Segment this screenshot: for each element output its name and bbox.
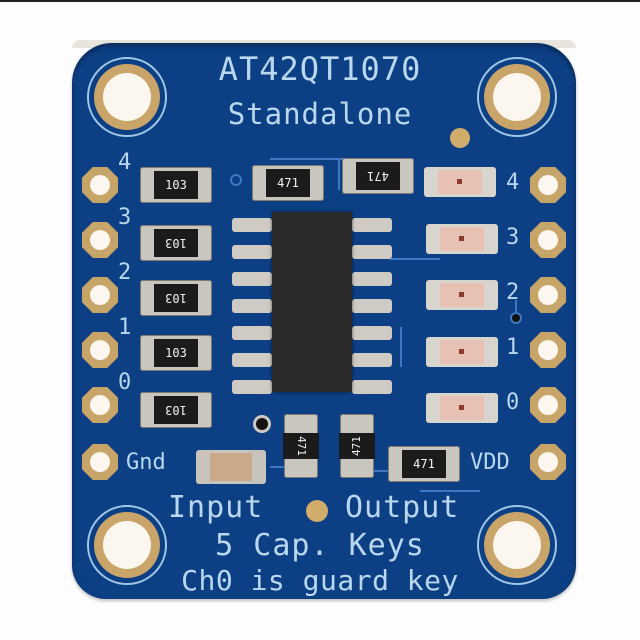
left-pad-gnd bbox=[82, 444, 118, 480]
resistor-471: 471 bbox=[339, 414, 375, 478]
board-subtitle: Standalone bbox=[227, 97, 413, 131]
right-pad-4 bbox=[530, 167, 566, 203]
resistor-103: 103 bbox=[140, 225, 212, 261]
via bbox=[450, 128, 470, 148]
via bbox=[232, 176, 240, 184]
ic-pin bbox=[232, 353, 272, 367]
trace bbox=[270, 158, 410, 160]
ic-pin bbox=[232, 380, 272, 394]
capacitor bbox=[196, 450, 266, 484]
trace bbox=[420, 490, 480, 492]
resistor-471: 471 bbox=[342, 158, 414, 194]
via bbox=[306, 500, 328, 522]
resistor-471: 471 bbox=[252, 165, 324, 201]
ic-pin bbox=[352, 299, 392, 313]
left-pin-label: 1 bbox=[118, 315, 132, 340]
trace bbox=[338, 160, 340, 190]
ic-pin bbox=[232, 272, 272, 286]
mounting-hole-bottom-right bbox=[477, 505, 557, 585]
ic-chip bbox=[272, 212, 352, 392]
left-pin-label: 2 bbox=[118, 260, 132, 285]
top-border bbox=[0, 0, 640, 2]
mounting-hole-top-left bbox=[87, 57, 167, 137]
ic-pin bbox=[352, 245, 392, 259]
trace bbox=[354, 470, 394, 472]
resistor-103: 103 bbox=[140, 392, 212, 428]
ic-pin bbox=[232, 218, 272, 232]
ic-pin bbox=[232, 299, 272, 313]
left-pad-3 bbox=[82, 222, 118, 258]
right-pin-label: 3 bbox=[506, 225, 520, 250]
ic-pin bbox=[352, 353, 392, 367]
right-pin-label: 0 bbox=[506, 390, 520, 415]
right-pad-3 bbox=[530, 222, 566, 258]
led-0 bbox=[426, 393, 498, 423]
ic-pin bbox=[352, 272, 392, 286]
mounting-hole-bottom-left bbox=[87, 505, 167, 585]
right-pad-0 bbox=[530, 387, 566, 423]
left-pin-label: 4 bbox=[118, 150, 132, 175]
left-pin-label: 3 bbox=[118, 205, 132, 230]
led-1 bbox=[426, 337, 498, 367]
led-4 bbox=[424, 167, 496, 197]
left-pad-2 bbox=[82, 277, 118, 313]
trace bbox=[515, 300, 517, 320]
resistor-471: 471 bbox=[283, 414, 319, 478]
ic-pin bbox=[352, 380, 392, 394]
left-pad-4 bbox=[82, 167, 118, 203]
left-pin-label: 0 bbox=[118, 370, 132, 395]
input-label: Input bbox=[168, 490, 264, 525]
resistor-103: 103 bbox=[140, 167, 212, 203]
trace bbox=[390, 258, 440, 260]
led-3 bbox=[426, 224, 498, 254]
led-2 bbox=[426, 280, 498, 310]
ic-pin bbox=[232, 245, 272, 259]
right-pin-label: 2 bbox=[506, 280, 520, 305]
mounting-hole-top-right bbox=[477, 57, 557, 137]
board-title: AT42QT1070 bbox=[218, 50, 422, 88]
trace bbox=[400, 327, 402, 367]
resistor-103: 103 bbox=[140, 335, 212, 371]
guard-key-label: Ch0 is guard key bbox=[181, 564, 459, 597]
left-pin-label: Gnd bbox=[126, 450, 166, 475]
right-pin-label: VDD bbox=[470, 450, 510, 475]
via bbox=[512, 314, 520, 322]
right-pad-2 bbox=[530, 277, 566, 313]
ic-pin bbox=[232, 326, 272, 340]
ic-pin bbox=[352, 218, 392, 232]
left-pad-0 bbox=[82, 387, 118, 423]
ic-pin bbox=[352, 326, 392, 340]
right-pin-label: 1 bbox=[506, 335, 520, 360]
output-label: Output bbox=[345, 490, 460, 525]
resistor-471: 471 bbox=[388, 446, 460, 482]
cap-keys-label: 5 Cap. Keys bbox=[215, 528, 425, 563]
right-pin-label: 4 bbox=[506, 170, 520, 195]
resistor-103: 103 bbox=[140, 280, 212, 316]
right-pad-vdd bbox=[530, 444, 566, 480]
right-pad-1 bbox=[530, 332, 566, 368]
via bbox=[256, 418, 268, 430]
left-pad-1 bbox=[82, 332, 118, 368]
